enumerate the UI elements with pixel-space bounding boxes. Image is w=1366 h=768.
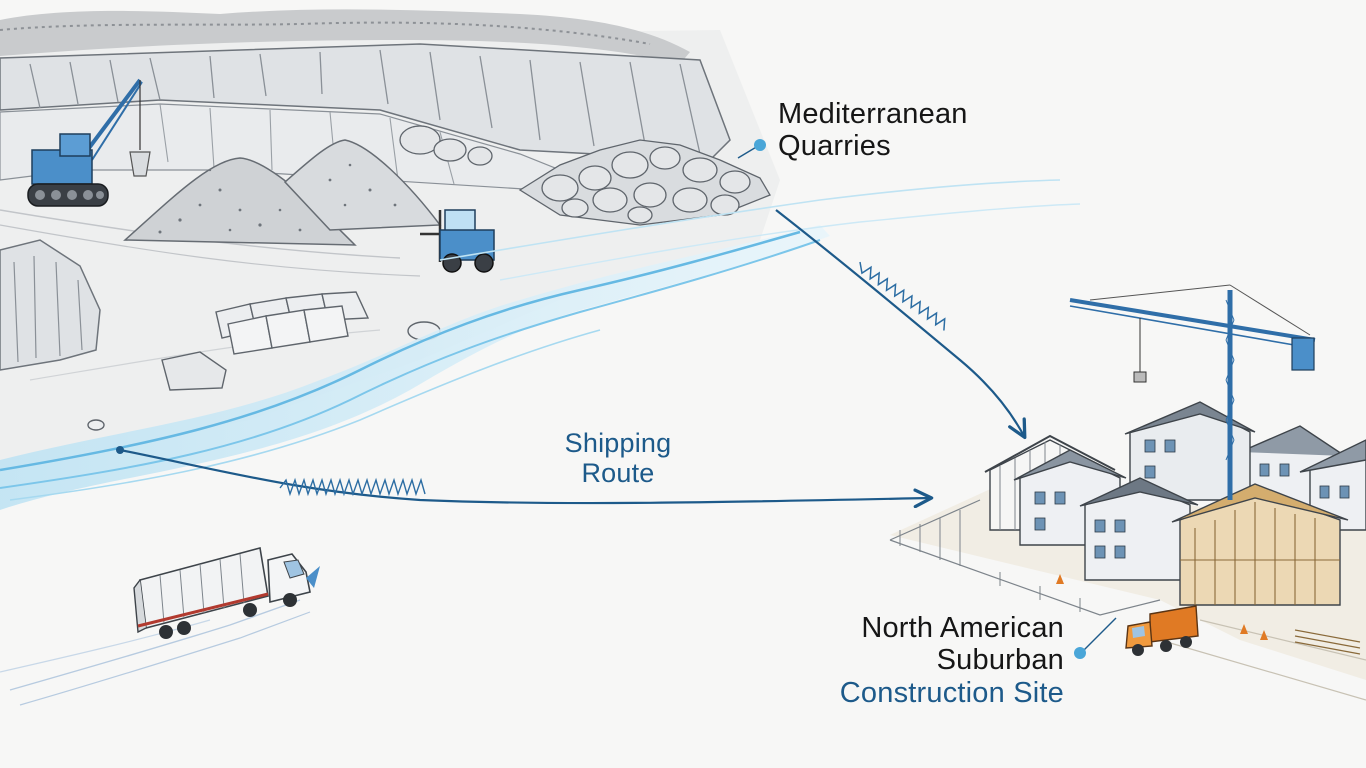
shipping-label-line1: Shipping [564, 428, 672, 458]
shipping-route-label: Shipping Route [548, 428, 688, 488]
semi-truck-icon [0, 547, 320, 706]
route-arrows [116, 209, 1027, 509]
site-label-line1: North American [861, 612, 1064, 644]
site-label-line3: Construction Site [839, 676, 1064, 709]
quarries-label-line1: Mediterranean [778, 98, 968, 130]
houses-icon [984, 401, 1366, 655]
crawler-crane-icon [27, 78, 151, 207]
construction-site-label: North American Suburban Construction Sit… [780, 612, 1064, 709]
shipping-label-line2: Route [581, 458, 655, 489]
tower-crane-icon [1069, 284, 1316, 500]
stone-blocks-icon [87, 291, 441, 431]
quarry-icon [0, 9, 780, 470]
quarry-to-site-arrow [775, 209, 1027, 440]
quarries-label-line2: Quarries [778, 130, 891, 163]
quarries-label: Mediterranean Quarries [778, 98, 968, 163]
dump-truck-icon [1125, 605, 1199, 656]
label-pointers [737, 139, 1117, 659]
site-pointer-dot [1074, 647, 1086, 659]
quarries-pointer-dot [754, 139, 766, 151]
site-label-line2: Suburban [936, 644, 1064, 677]
forklift-icon [420, 209, 495, 273]
shipping-route-arrow [119, 448, 934, 509]
